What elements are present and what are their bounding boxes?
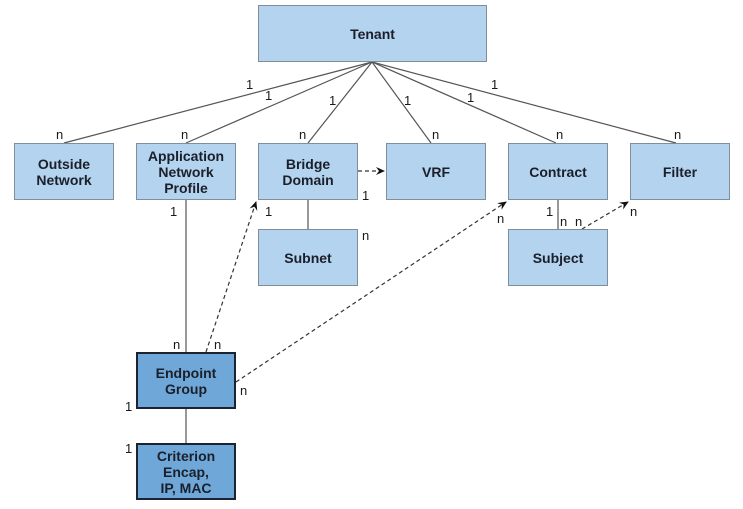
cardinality-label: n [299,127,307,142]
cardinality-label: n [674,127,682,142]
cardinality-label: 1 [246,77,254,92]
cardinality-label: n [181,127,189,142]
cardinality-label: n [56,127,64,142]
cardinality-label: n [173,337,181,352]
node-contract: Contract [508,143,608,200]
edge-subject-filter [581,201,629,230]
cardinality-label: 1 [404,93,412,108]
cardinality-label: 1 [125,399,133,414]
node-subnet: Subnet [258,229,358,286]
node-criterion: Criterion Encap, IP, MAC [136,443,236,500]
node-endpoint-group: Endpoint Group [136,352,236,409]
edge-tenant-outside-network [63,61,373,144]
edge-tenant-app-profile [185,61,373,144]
cardinality-label: 1 [265,204,273,219]
cardinality-label: n [240,383,248,398]
node-filter: Filter [630,143,730,200]
cardinality-label: 1 [546,204,554,219]
cardinality-label: n [630,204,638,219]
cardinality-label: 1 [329,93,337,108]
node-bridge-domain: Bridge Domain [258,143,358,200]
cardinality-label: 1 [362,188,370,203]
node-tenant: Tenant [258,5,487,62]
cardinality-label: n [432,127,440,142]
edge-tenant-contract [371,61,557,144]
node-vrf: VRF [386,143,486,200]
cardinality-label: 1 [265,88,273,103]
cardinality-label: n [214,337,222,352]
edge-tenant-bridge-domain [307,61,373,144]
cardinality-label: 1 [170,204,178,219]
node-outside-network: Outside Network [14,143,114,200]
edge-tenant-vrf [371,61,432,144]
cardinality-label: n [362,228,370,243]
edge-epg-contract [235,201,507,383]
cardinality-label: n [497,211,505,226]
node-application-network-profile: Application Network Profile [136,143,236,200]
cardinality-label: n [556,127,564,142]
cardinality-label: n [575,214,583,229]
edge-tenant-filter [371,61,677,144]
cardinality-label: 1 [491,77,499,92]
node-subject: Subject [508,229,608,286]
cardinality-label: 1 [467,90,475,105]
edge-epg-bd [205,201,258,353]
cardinality-label: 1 [125,441,133,456]
cardinality-label: n [560,214,568,229]
